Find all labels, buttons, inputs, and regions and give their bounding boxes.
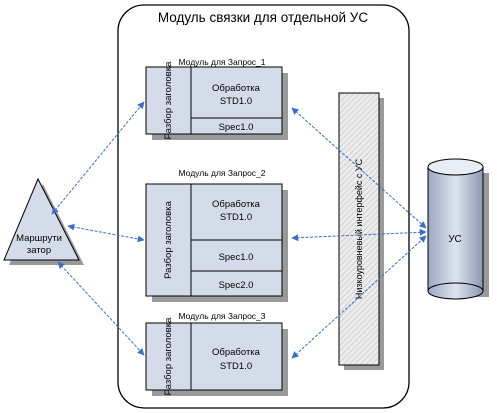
us-cylinder-body (428, 167, 483, 291)
module-2-processing-title: Обработка (212, 199, 261, 210)
arrow-router-module-2 (67, 223, 145, 243)
interface-label: Низкоуровневый интерфейс с УС (354, 158, 364, 299)
connections (51, 101, 427, 359)
module-2-spec-1: Spec1.0 (219, 252, 254, 263)
module-2: Модуль для Запрос_2 Разбор заголовка Обр… (145, 168, 288, 302)
module-1-box (145, 66, 283, 135)
module-2-spec-2: Spec2.0 (219, 280, 254, 291)
module-3-header-parse: Разбор заголовка (163, 317, 174, 395)
module-2-header-parse: Разбор заголовка (163, 200, 174, 278)
router-label-line1: Маршрути (16, 233, 62, 244)
router-label-line2: затор (27, 245, 51, 256)
module-3-processing-std: STD1.0 (220, 361, 252, 372)
module-3: Модуль для Запрос_3 Разбор заголовка Обр… (145, 311, 288, 396)
router-triangle (3, 177, 80, 261)
module-1-caption: Модуль для Запрос_1 (179, 57, 266, 67)
arrow-router-module-1 (51, 101, 145, 215)
module-2-processing-std: STD1.0 (220, 212, 252, 223)
us-label: УС (448, 234, 462, 245)
arrow-router-module-3 (57, 261, 145, 356)
module-1-spec-1: Spec1.0 (219, 122, 254, 133)
module-1: Модуль для Запрос_1 Разбор заголовка Обр… (145, 57, 288, 140)
module-3-processing-title: Обработка (212, 347, 261, 358)
us-system: УС (427, 158, 489, 300)
module-1-processing-std: STD1.0 (220, 96, 252, 107)
arrow-module-1-us (291, 107, 427, 229)
arrow-module-3-us (291, 235, 427, 359)
low-level-interface: Низкоуровневый интерфейс с УС (338, 92, 384, 370)
module-2-caption: Модуль для Запрос_2 (179, 168, 266, 178)
us-cylinder-top (427, 158, 484, 176)
module-3-box (145, 322, 283, 391)
module-1-processing-title: Обработка (212, 83, 261, 94)
module-3-caption: Модуль для Запрос_3 (179, 311, 266, 321)
router: Маршрути затор (3, 177, 84, 265)
diagram-title: Модуль связки для отдельной УС (158, 10, 369, 25)
module-1-header-parse: Разбор заголовка (163, 61, 174, 139)
